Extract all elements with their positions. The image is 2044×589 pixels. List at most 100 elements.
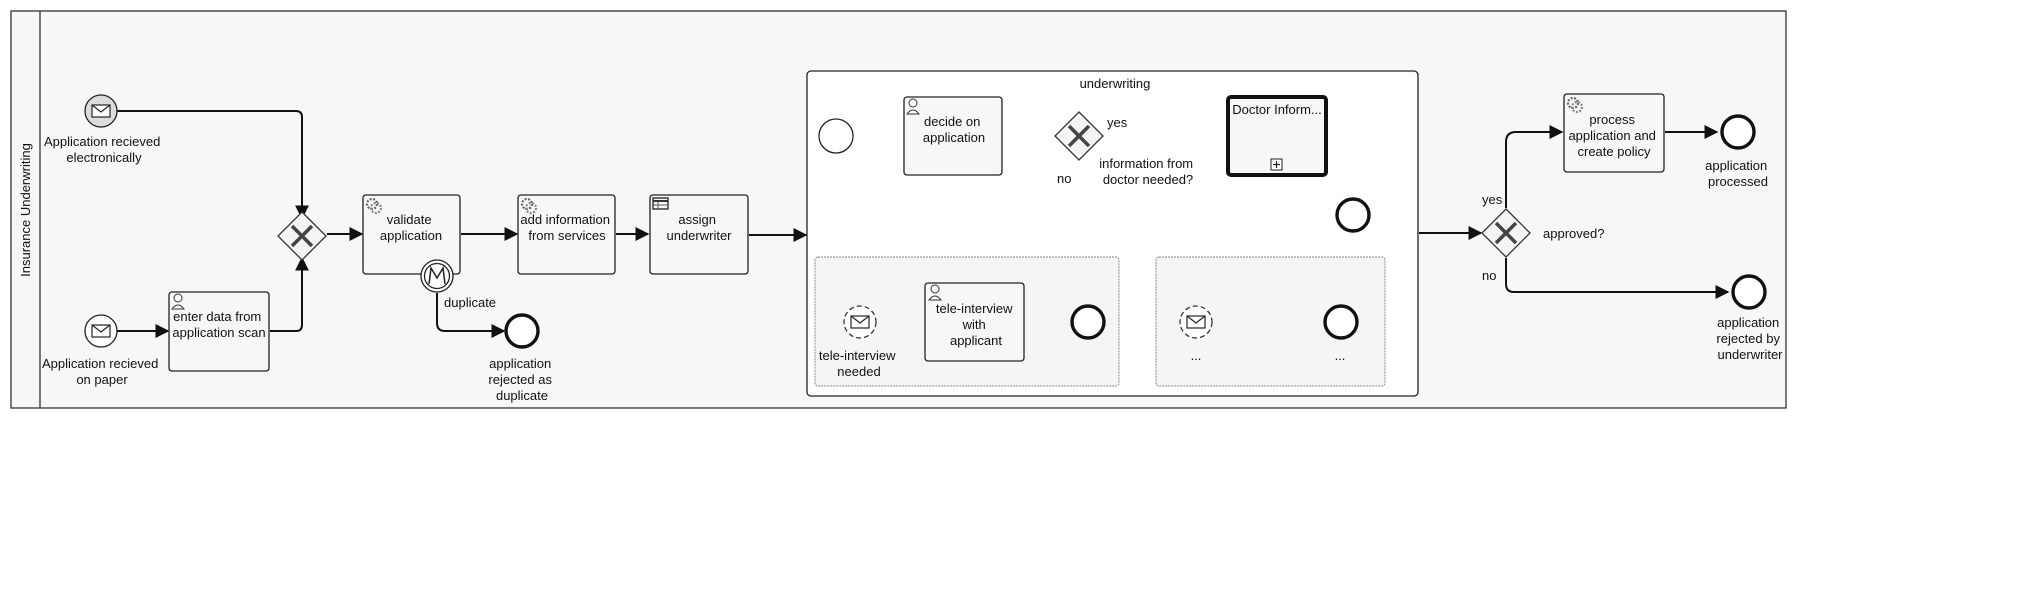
gear-icon: [520, 197, 538, 215]
table-icon: [652, 197, 669, 210]
subprocess-end-event[interactable]: [1335, 197, 1371, 233]
event-subprocess-generic[interactable]: [1155, 256, 1386, 387]
user-icon: [927, 284, 943, 301]
approved-question-label: approved?: [1543, 226, 1604, 241]
approved-gateway[interactable]: [1481, 208, 1531, 258]
envelope-icon: [850, 315, 870, 329]
end-duplicate-label-1: application: [489, 356, 551, 371]
flow-enter-data-to-gateway: [270, 256, 309, 332]
flow-duplicate-to-end: [436, 293, 506, 338]
subprocess-label: underwriting: [1080, 76, 1151, 91]
start-paper-label-2: on paper: [76, 372, 128, 387]
tele-start-event[interactable]: [843, 305, 877, 339]
svg-text:tele-interview needed: tele-interview needed: [819, 348, 899, 379]
end-rejected-label-2: rejected by: [1716, 331, 1780, 346]
tele-start-label-1: tele-interview: [819, 348, 896, 363]
flow-approved-yes: [1505, 125, 1564, 208]
expand-marker-icon: [1270, 158, 1283, 171]
svg-text:decide on application: decide on application: [923, 114, 985, 145]
user-icon: [905, 98, 921, 115]
assign-label-2: underwriter: [666, 228, 732, 243]
duplicate-flow-label: duplicate: [444, 295, 496, 310]
merge-gateway[interactable]: [277, 211, 327, 261]
svg-text:enter data from applicat: enter data from application scan: [172, 309, 265, 340]
pool-label: Insurance Underwriting: [18, 143, 33, 277]
svg-text:assign underwriter: assign underwriter: [666, 212, 732, 243]
svg-text:information from doctor ne: information from doctor needed?: [1099, 156, 1197, 187]
call-activity-doctor[interactable]: Doctor Inform...: [1226, 95, 1328, 177]
start-electronic-label-1: Application recieved: [44, 134, 160, 149]
task-assign[interactable]: assign underwriter: [649, 194, 749, 275]
no-approved-label: no: [1482, 268, 1496, 283]
assign-label-1: assign: [678, 212, 716, 227]
x-icon: [1067, 124, 1091, 148]
process-label-3: create policy: [1578, 144, 1651, 159]
generic-end-label: ...: [1335, 348, 1346, 363]
task-process[interactable]: process application and create policy: [1563, 93, 1665, 173]
tele-interview-label-1: tele-interview: [936, 301, 1013, 316]
generic-end-event[interactable]: [1323, 304, 1359, 340]
end-event-processed[interactable]: [1720, 114, 1756, 150]
validate-label-1: validate: [387, 212, 432, 227]
svg-text:validate application: validate application: [380, 212, 442, 243]
duplicate-boundary-event[interactable]: [420, 259, 454, 293]
end-event-duplicate[interactable]: [504, 313, 540, 349]
svg-text:add information from ser: add information from services: [520, 212, 613, 243]
enter-data-label-1: enter data from: [173, 309, 261, 324]
yes-doctor-label: yes: [1107, 115, 1128, 130]
doctor-label: Doctor Inform...: [1232, 102, 1322, 117]
generic-start-event[interactable]: [1179, 305, 1213, 339]
decide-label-1: decide on: [924, 114, 980, 129]
end-processed-label-2: processed: [1708, 174, 1768, 189]
generic-start-label: ...: [1191, 348, 1202, 363]
yes-approved-label: yes: [1482, 192, 1503, 207]
process-label-1: process: [1589, 112, 1635, 127]
task-add-info[interactable]: add information from services: [517, 194, 616, 275]
task-validate[interactable]: validate application: [362, 194, 461, 275]
envelope-icon: [91, 104, 111, 118]
svg-text:Application recieved elect: Application recieved electronically: [44, 134, 164, 165]
validate-label-2: application: [380, 228, 442, 243]
envelope-icon: [91, 324, 111, 338]
start-electronic-label-2: electronically: [66, 150, 142, 165]
tele-interview-label-3: applicant: [950, 333, 1002, 348]
tele-interview-label-2: with: [962, 317, 986, 332]
end-duplicate-label-2: rejected as: [488, 372, 552, 387]
flow-electronic-to-gateway: [117, 110, 309, 220]
start-paper-label-1: Application recieved: [42, 356, 158, 371]
tele-start-label-2: needed: [837, 364, 880, 379]
escalation-icon: [428, 265, 446, 285]
tele-end-event[interactable]: [1070, 304, 1106, 340]
flow-approved-no: [1505, 258, 1730, 299]
enter-data-label-2: application scan: [172, 325, 265, 340]
gear-icon: [365, 197, 383, 215]
task-decide[interactable]: decide on application: [903, 96, 1003, 176]
start-event-electronic[interactable]: [84, 94, 118, 128]
task-tele-interview[interactable]: tele-interview with applicant: [924, 282, 1025, 362]
process-label-2: application and: [1568, 128, 1655, 143]
envelope-icon: [1186, 315, 1206, 329]
doctor-gateway[interactable]: [1054, 111, 1104, 161]
add-info-label-1: add information: [520, 212, 610, 227]
add-info-label-2: from services: [528, 228, 606, 243]
subprocess-start-event[interactable]: [818, 118, 854, 154]
end-duplicate-label-3: duplicate: [496, 388, 548, 403]
x-icon: [1494, 221, 1518, 245]
svg-text:application rejected by: application rejected by underwriter: [1716, 315, 1783, 362]
end-rejected-label-3: underwriter: [1717, 347, 1783, 362]
user-icon: [170, 293, 186, 310]
decide-label-2: application: [923, 130, 985, 145]
svg-text:application rejected as: application rejected as duplicate: [488, 356, 555, 403]
x-icon: [290, 224, 314, 248]
svg-text:Application recieved on pa: Application recieved on paper: [42, 356, 162, 387]
end-rejected-label-1: application: [1717, 315, 1779, 330]
no-doctor-label: no: [1057, 171, 1071, 186]
svg-text:tele-interview with: tele-interview with applicant: [936, 301, 1016, 348]
start-event-paper[interactable]: [84, 314, 118, 348]
task-enter-data[interactable]: enter data from application scan: [168, 291, 270, 372]
gear-icon: [1566, 96, 1584, 114]
doctor-question-label-1: information from: [1099, 156, 1193, 171]
end-processed-label-1: application: [1705, 158, 1767, 173]
end-event-rejected[interactable]: [1731, 274, 1767, 310]
